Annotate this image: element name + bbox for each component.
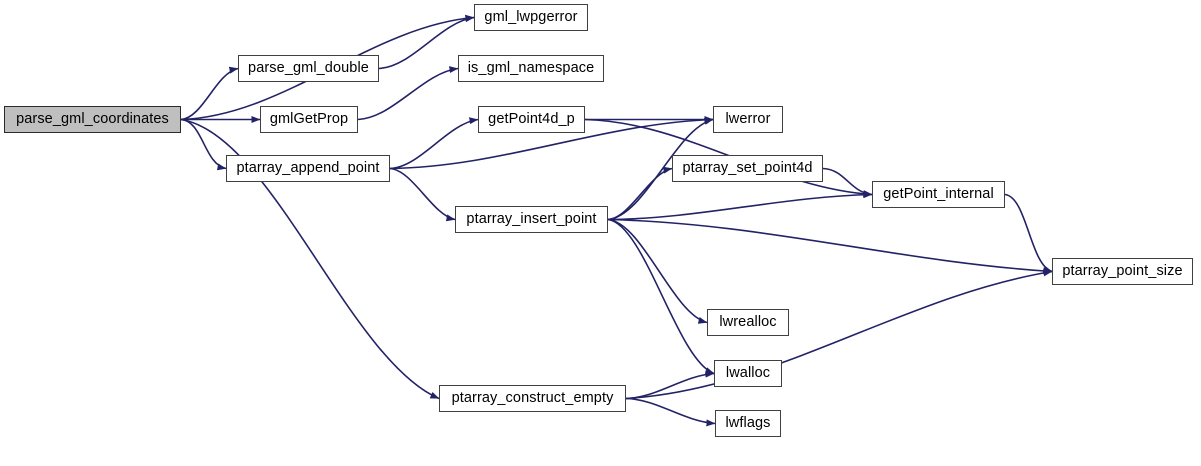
- graph-node-ptarray_append_point[interactable]: ptarray_append_point: [226, 155, 390, 182]
- graph-node-label: lwflags: [725, 415, 771, 432]
- graph-node-label: lwerror: [725, 111, 771, 128]
- graph-edge-ptarray_insert_point--lwalloc: [607, 218, 715, 375]
- graph-node-label: lwrealloc: [719, 314, 777, 331]
- graph-node-parse_gml_double[interactable]: parse_gml_double: [238, 55, 379, 82]
- graph-node-label: ptarray_insert_point: [466, 211, 597, 228]
- graph-node-label: lwalloc: [725, 365, 771, 382]
- graph-edge-ptarray_insert_point--lwrealloc: [607, 218, 708, 324]
- graph-edge-ptarray_insert_point--getPoint_internal: [607, 191, 873, 221]
- graph-edge-ptarray_append_point--ptarray_insert_point: [389, 167, 456, 222]
- graph-node-label: is_gml_namespace: [467, 60, 595, 77]
- graph-node-parse_gml_coordinates[interactable]: parse_gml_coordinates: [4, 106, 181, 133]
- graph-edge-getPoint_internal--ptarray_point_size: [1004, 193, 1053, 273]
- graph-node-is_gml_namespace[interactable]: is_gml_namespace: [458, 55, 604, 82]
- graph-node-label: ptarray_set_point4d: [682, 160, 813, 177]
- graph-node-label: ptarray_point_size: [1062, 263, 1183, 280]
- graph-node-ptarray_point_size[interactable]: ptarray_point_size: [1052, 258, 1193, 285]
- graph-node-gmlGetProp[interactable]: gmlGetProp: [260, 106, 358, 133]
- graph-edge-ptarray_set_point4d--getPoint_internal: [822, 167, 873, 198]
- graph-node-ptarray_set_point4d[interactable]: ptarray_set_point4d: [672, 155, 823, 182]
- graph-node-label: parse_gml_coordinates: [16, 111, 169, 128]
- graph-node-label: parse_gml_double: [248, 60, 369, 77]
- graph-node-ptarray_insert_point[interactable]: ptarray_insert_point: [455, 206, 608, 233]
- graph-node-getPoint_internal[interactable]: getPoint_internal: [872, 181, 1005, 208]
- graph-node-lwrealloc[interactable]: lwrealloc: [707, 309, 789, 336]
- graph-node-label: ptarray_append_point: [236, 160, 380, 177]
- graph-edge-parse_gml_coordinates--parse_gml_double: [180, 66, 239, 121]
- graph-edge-ptarray_insert_point--ptarray_set_point4d: [607, 166, 673, 221]
- graph-node-lwerror[interactable]: lwerror: [713, 106, 783, 133]
- graph-node-label: gml_lwpgerror: [484, 9, 578, 26]
- graph-node-label: gmlGetProp: [269, 111, 349, 128]
- graph-node-lwalloc[interactable]: lwalloc: [714, 360, 782, 387]
- graph-node-label: getPoint_internal: [883, 186, 994, 203]
- graph-node-ptarray_construct_empty[interactable]: ptarray_construct_empty: [439, 385, 626, 412]
- graph-node-label: getPoint4d_p: [488, 111, 575, 128]
- graph-edge-ptarray_construct_empty--ptarray_point_size: [625, 269, 1053, 400]
- graph-node-label: ptarray_construct_empty: [451, 390, 614, 407]
- graph-node-lwflags[interactable]: lwflags: [715, 410, 781, 437]
- graph-node-gml_lwpgerror[interactable]: gml_lwpgerror: [474, 4, 588, 31]
- graph-edge-ptarray_construct_empty--lwflags: [625, 397, 716, 427]
- graph-edge-ptarray_append_point--getPoint4d_p: [389, 117, 479, 170]
- graph-edge-ptarray_insert_point--ptarray_point_size: [607, 218, 1053, 275]
- graph-edge-parse_gml_coordinates--ptarray_append_point: [180, 118, 227, 171]
- graph-edge-ptarray_construct_empty--lwalloc: [625, 370, 715, 400]
- graph-node-getPoint4d_p[interactable]: getPoint4d_p: [478, 106, 585, 133]
